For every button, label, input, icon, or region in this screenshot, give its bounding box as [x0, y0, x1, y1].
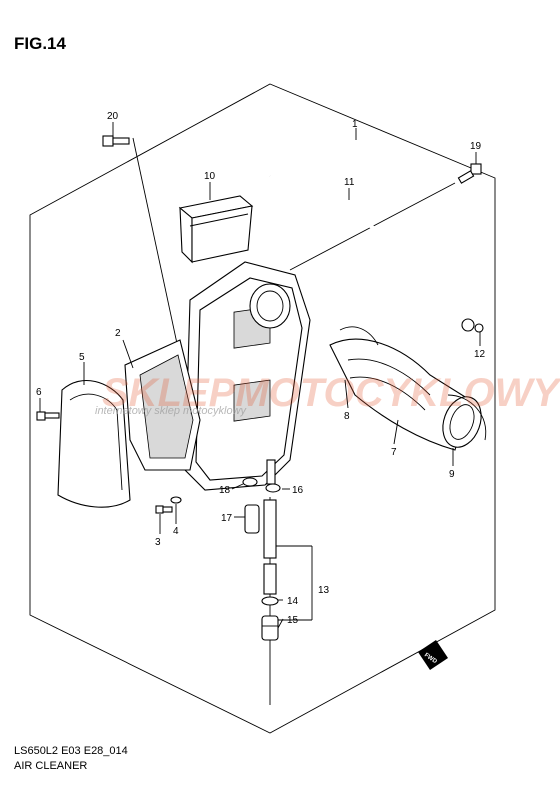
callout-leaders	[39, 122, 481, 629]
callout-15: 15	[287, 615, 299, 626]
clamp-18	[242, 477, 258, 487]
callout-18: 18	[219, 485, 231, 496]
callout-7: 7	[391, 447, 397, 458]
screw-6	[36, 411, 60, 421]
callout-17: 17	[221, 513, 233, 524]
model-code: LS650L2 E03 E28_014	[14, 745, 128, 757]
callout-20: 20	[107, 111, 119, 122]
callout-3: 3	[155, 537, 161, 548]
callout-12: 12	[474, 349, 486, 360]
clamp-12	[461, 318, 484, 333]
callout-6: 6	[36, 387, 42, 398]
callout-10: 10	[204, 171, 216, 182]
assembly-boundary	[29, 83, 496, 734]
callout-5: 5	[79, 352, 85, 363]
callout-9: 9	[449, 469, 455, 480]
callout-8: 8	[344, 411, 350, 422]
bolt-19	[457, 163, 482, 184]
callout-14: 14	[287, 596, 299, 607]
drain-plug-17	[244, 504, 260, 534]
air-filter-element-2	[124, 339, 201, 471]
clamp-8	[339, 326, 379, 346]
section-name: AIR CLEANER	[14, 760, 88, 772]
drain-hose-13	[261, 499, 279, 641]
callout-16: 16	[292, 485, 304, 496]
washer-4	[170, 496, 182, 504]
fwd-arrow-icon: FWD	[418, 640, 448, 670]
watermark-sub: internetowy sklep motocyklowy	[95, 405, 248, 417]
screw-3	[155, 505, 173, 514]
callout-4: 4	[173, 526, 179, 537]
clamp-9	[447, 394, 487, 441]
figure-title: FIG.14	[14, 34, 66, 53]
callout-13: 13	[318, 585, 330, 596]
watermark-main: SKLEPMOTOCYKLOWY	[102, 371, 560, 415]
air-cleaner-box-1	[184, 261, 311, 491]
callout-19: 19	[470, 141, 482, 152]
intake-duct-10	[178, 195, 254, 264]
callout-11: 11	[344, 177, 355, 188]
intake-pipe-7	[329, 338, 482, 451]
callout-1: 1	[352, 119, 358, 130]
bolt-20	[102, 135, 130, 147]
callout-2: 2	[115, 328, 121, 339]
clamp-16	[265, 483, 281, 493]
